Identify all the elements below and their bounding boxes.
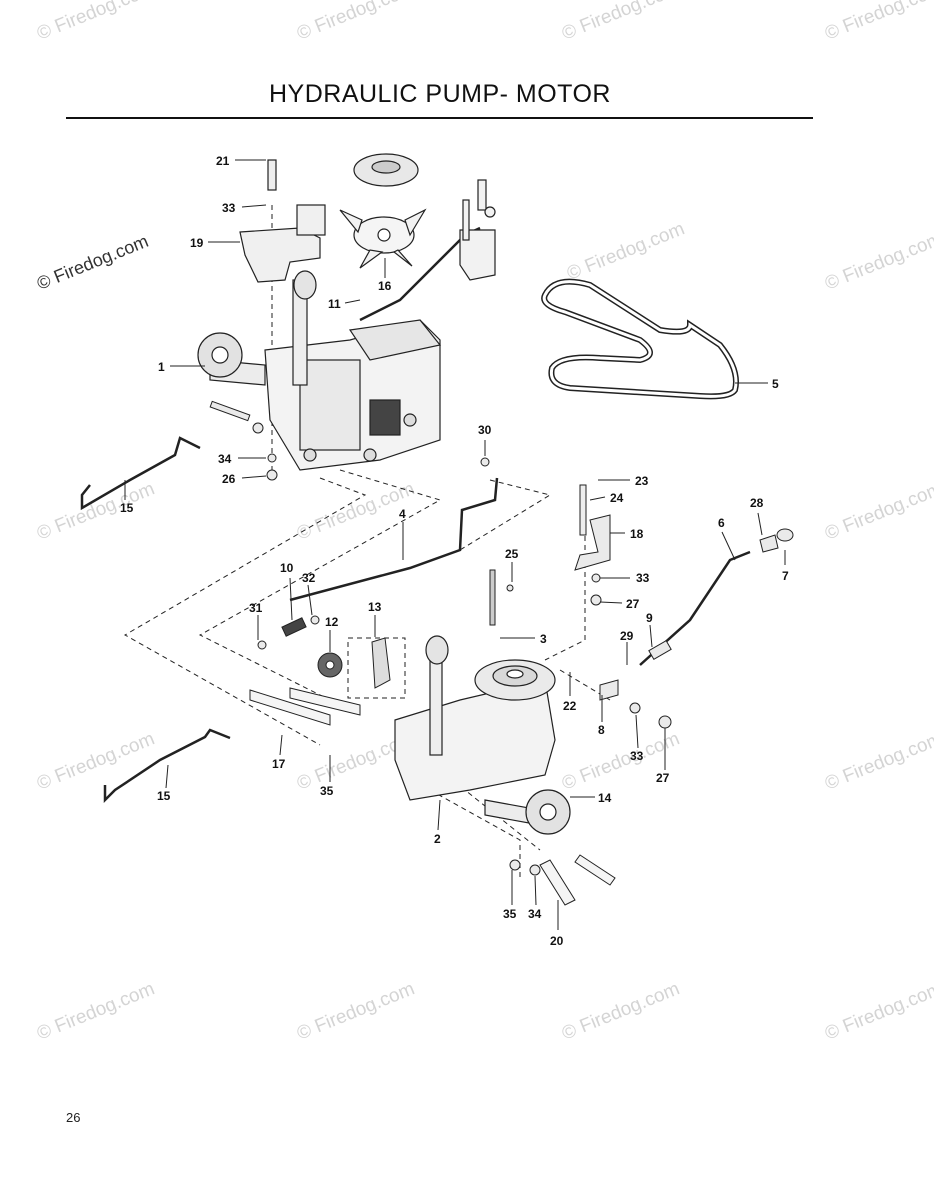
watermark: © Firedog.com [34, 231, 151, 294]
callout-label: 23 [635, 474, 649, 488]
watermark: © Firedog.com [822, 478, 934, 544]
watermark: © Firedog.com [564, 218, 688, 284]
lower-transmission [394, 635, 571, 835]
callout-label: 34 [218, 452, 232, 466]
drive-belt [541, 278, 739, 400]
callout-label: 15 [157, 789, 171, 803]
callout-label: 28 [750, 496, 764, 510]
callout-label: 29 [620, 629, 634, 643]
callout-label: 3 [540, 632, 547, 646]
watermark: © Firedog.com [294, 0, 418, 45]
upper-transmission [197, 270, 442, 471]
watermark: © Firedog.com [822, 0, 934, 45]
watermark: © Firedog.com [34, 978, 158, 1044]
callouts: 21 33 19 16 11 1 5 34 26 15 30 23 24 18 … [120, 154, 789, 948]
watermark: © Firedog.com [559, 0, 683, 45]
callout-label: 33 [630, 749, 644, 763]
callout-label: 12 [325, 615, 339, 629]
callout-label: 10 [280, 561, 294, 575]
watermark: © Firedog.com [822, 728, 934, 794]
callout-label: 27 [656, 771, 670, 785]
callout-label: 2 [434, 832, 441, 846]
callout-label: 20 [550, 934, 564, 948]
callout-label: 7 [782, 569, 789, 583]
callout-label: 14 [598, 791, 612, 805]
callout-label: 18 [630, 527, 644, 541]
callout-label: 35 [503, 907, 517, 921]
callout-label: 5 [772, 377, 779, 391]
callout-label: 1 [158, 360, 165, 374]
callout-label: 33 [222, 201, 236, 215]
watermark: © Firedog.com [294, 978, 418, 1044]
callout-label: 4 [399, 507, 406, 521]
title-rule [66, 117, 813, 119]
callout-label: 6 [718, 516, 725, 530]
callout-label: 30 [478, 423, 492, 437]
callout-label: 34 [528, 907, 542, 921]
callout-label: 17 [272, 757, 286, 771]
watermark: © Firedog.com [34, 478, 158, 544]
bracket-19 [239, 159, 326, 283]
callout-label: 9 [646, 611, 653, 625]
fan-and-pulley [339, 153, 427, 269]
callout-label: 8 [598, 723, 605, 737]
watermark: © Firedog.com [34, 728, 158, 794]
callout-label: 11 [328, 297, 341, 311]
watermark: © Firedog.com [559, 978, 683, 1044]
watermark: © Firedog.com [34, 0, 158, 45]
callout-label: 15 [120, 501, 134, 515]
watermark: © Firedog.com [822, 228, 934, 294]
callout-label: 13 [368, 600, 382, 614]
callout-label: 33 [636, 571, 650, 585]
callout-label: 21 [216, 154, 230, 168]
callout-label: 16 [378, 279, 392, 293]
callout-label: 32 [302, 571, 316, 585]
hardware [209, 400, 794, 906]
callout-label: 25 [505, 547, 519, 561]
callout-label: 31 [249, 601, 263, 615]
watermarks: © Firedog.com © Firedog.com © Firedog.co… [34, 0, 934, 1045]
watermark: © Firedog.com [822, 978, 934, 1044]
callout-label: 27 [626, 597, 640, 611]
callout-label: 22 [563, 699, 577, 713]
assembly-dashed-lines [123, 205, 611, 880]
leader-lines [124, 159, 786, 930]
callout-label: 35 [320, 784, 334, 798]
callout-label: 19 [190, 236, 204, 250]
page-title: HYDRAULIC PUMP- MOTOR [268, 80, 611, 108]
page-number: 26 [66, 1110, 81, 1125]
callout-label: 26 [222, 472, 236, 486]
linkage-bracket-top [459, 179, 496, 281]
callout-label: 24 [610, 491, 624, 505]
